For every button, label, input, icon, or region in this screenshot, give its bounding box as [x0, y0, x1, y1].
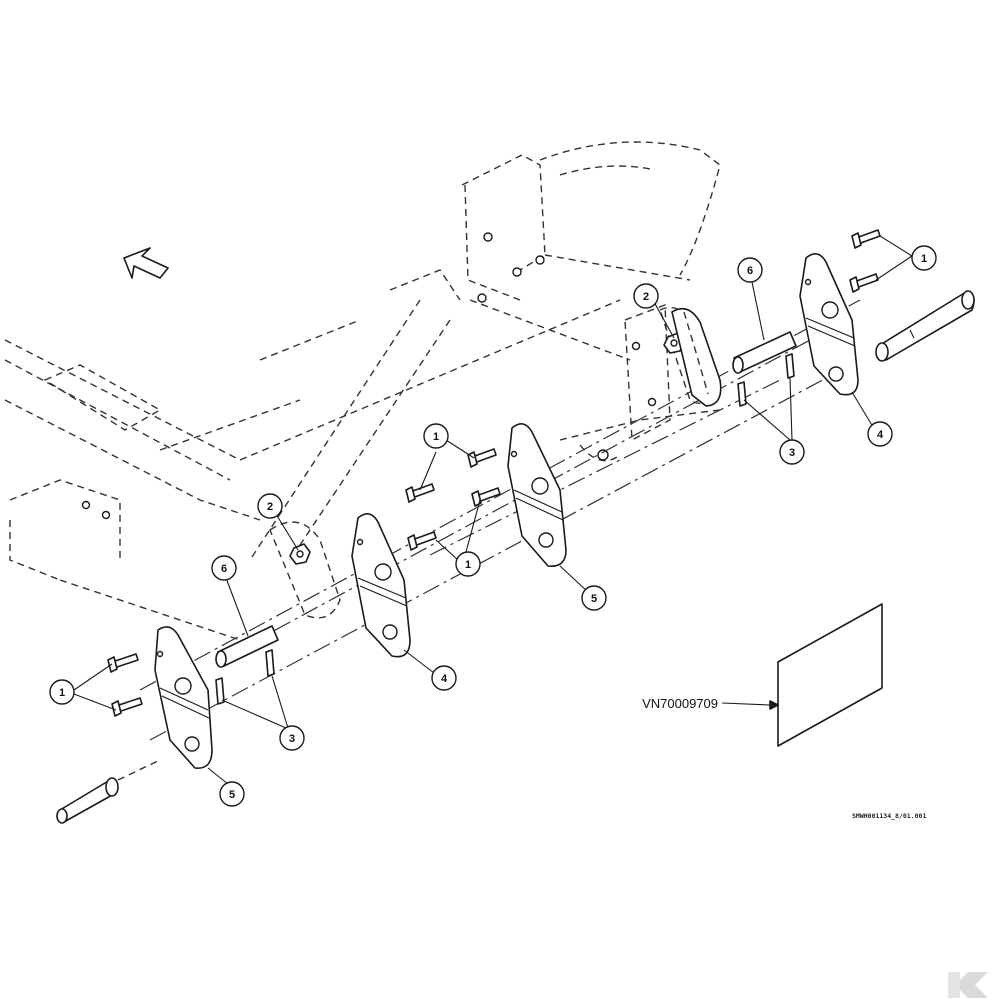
callout-6-left: 6 — [211, 555, 237, 581]
callout-number: 3 — [289, 733, 295, 745]
callout-1-center-upper: 1 — [423, 423, 449, 449]
callout-number: 5 — [591, 593, 597, 605]
left-cross-pin — [215, 625, 279, 705]
callout-number: 2 — [643, 291, 649, 303]
right-bolts — [849, 229, 881, 293]
callout-4-center: 4 — [431, 665, 457, 691]
callout-4-right: 4 — [867, 421, 893, 447]
frame-hidden-lines — [4, 141, 721, 641]
callout-1-center-lower: 1 — [455, 551, 481, 577]
callout-3-right: 3 — [779, 439, 805, 465]
right-cross-pin — [732, 331, 797, 407]
callout-number: 5 — [229, 789, 235, 801]
callout-number: 6 — [221, 563, 227, 575]
callout-number: 2 — [267, 501, 273, 513]
callout-number: 1 — [465, 559, 471, 571]
forward-arrow-icon — [123, 247, 169, 279]
callout-6-right: 6 — [737, 257, 763, 283]
callout-5-left: 5 — [219, 781, 245, 807]
drawing-code: SMWH001134_8/01.001 — [852, 812, 926, 820]
k-logo-icon — [948, 972, 988, 998]
callout-1-right: 1 — [911, 245, 937, 271]
callout-2-right: 2 — [633, 283, 659, 309]
reference-part-number: VN70009709 — [642, 696, 718, 711]
callout-5-center: 5 — [581, 585, 607, 611]
left-stub-pin — [56, 759, 161, 824]
callout-number: 3 — [789, 447, 795, 459]
callout-1-left: 1 — [49, 679, 75, 705]
left-bolts — [107, 653, 143, 717]
callout-number: 1 — [59, 687, 65, 699]
decal-sheet: VN70009709 — [642, 603, 883, 747]
callout-number: 1 — [433, 431, 439, 443]
left-mounting-plate — [154, 626, 213, 769]
right-mounting-plate — [799, 253, 859, 396]
center-mounting-plate-4 — [351, 513, 411, 658]
right-pivot-bracket — [671, 307, 722, 407]
left-nut — [289, 543, 311, 565]
callout-number: 4 — [441, 673, 448, 685]
frame-hole-markers — [81, 232, 657, 520]
center-mounting-plate-5 — [507, 423, 567, 567]
center-bolts — [405, 448, 501, 551]
callout-2-left: 2 — [257, 493, 283, 519]
callout-leaders — [73, 235, 913, 785]
callout-number: 4 — [877, 429, 884, 441]
callout-3-left: 3 — [279, 725, 305, 751]
callout-number: 6 — [747, 265, 753, 277]
right-stub-pin — [875, 290, 975, 362]
callout-number: 1 — [921, 253, 927, 265]
